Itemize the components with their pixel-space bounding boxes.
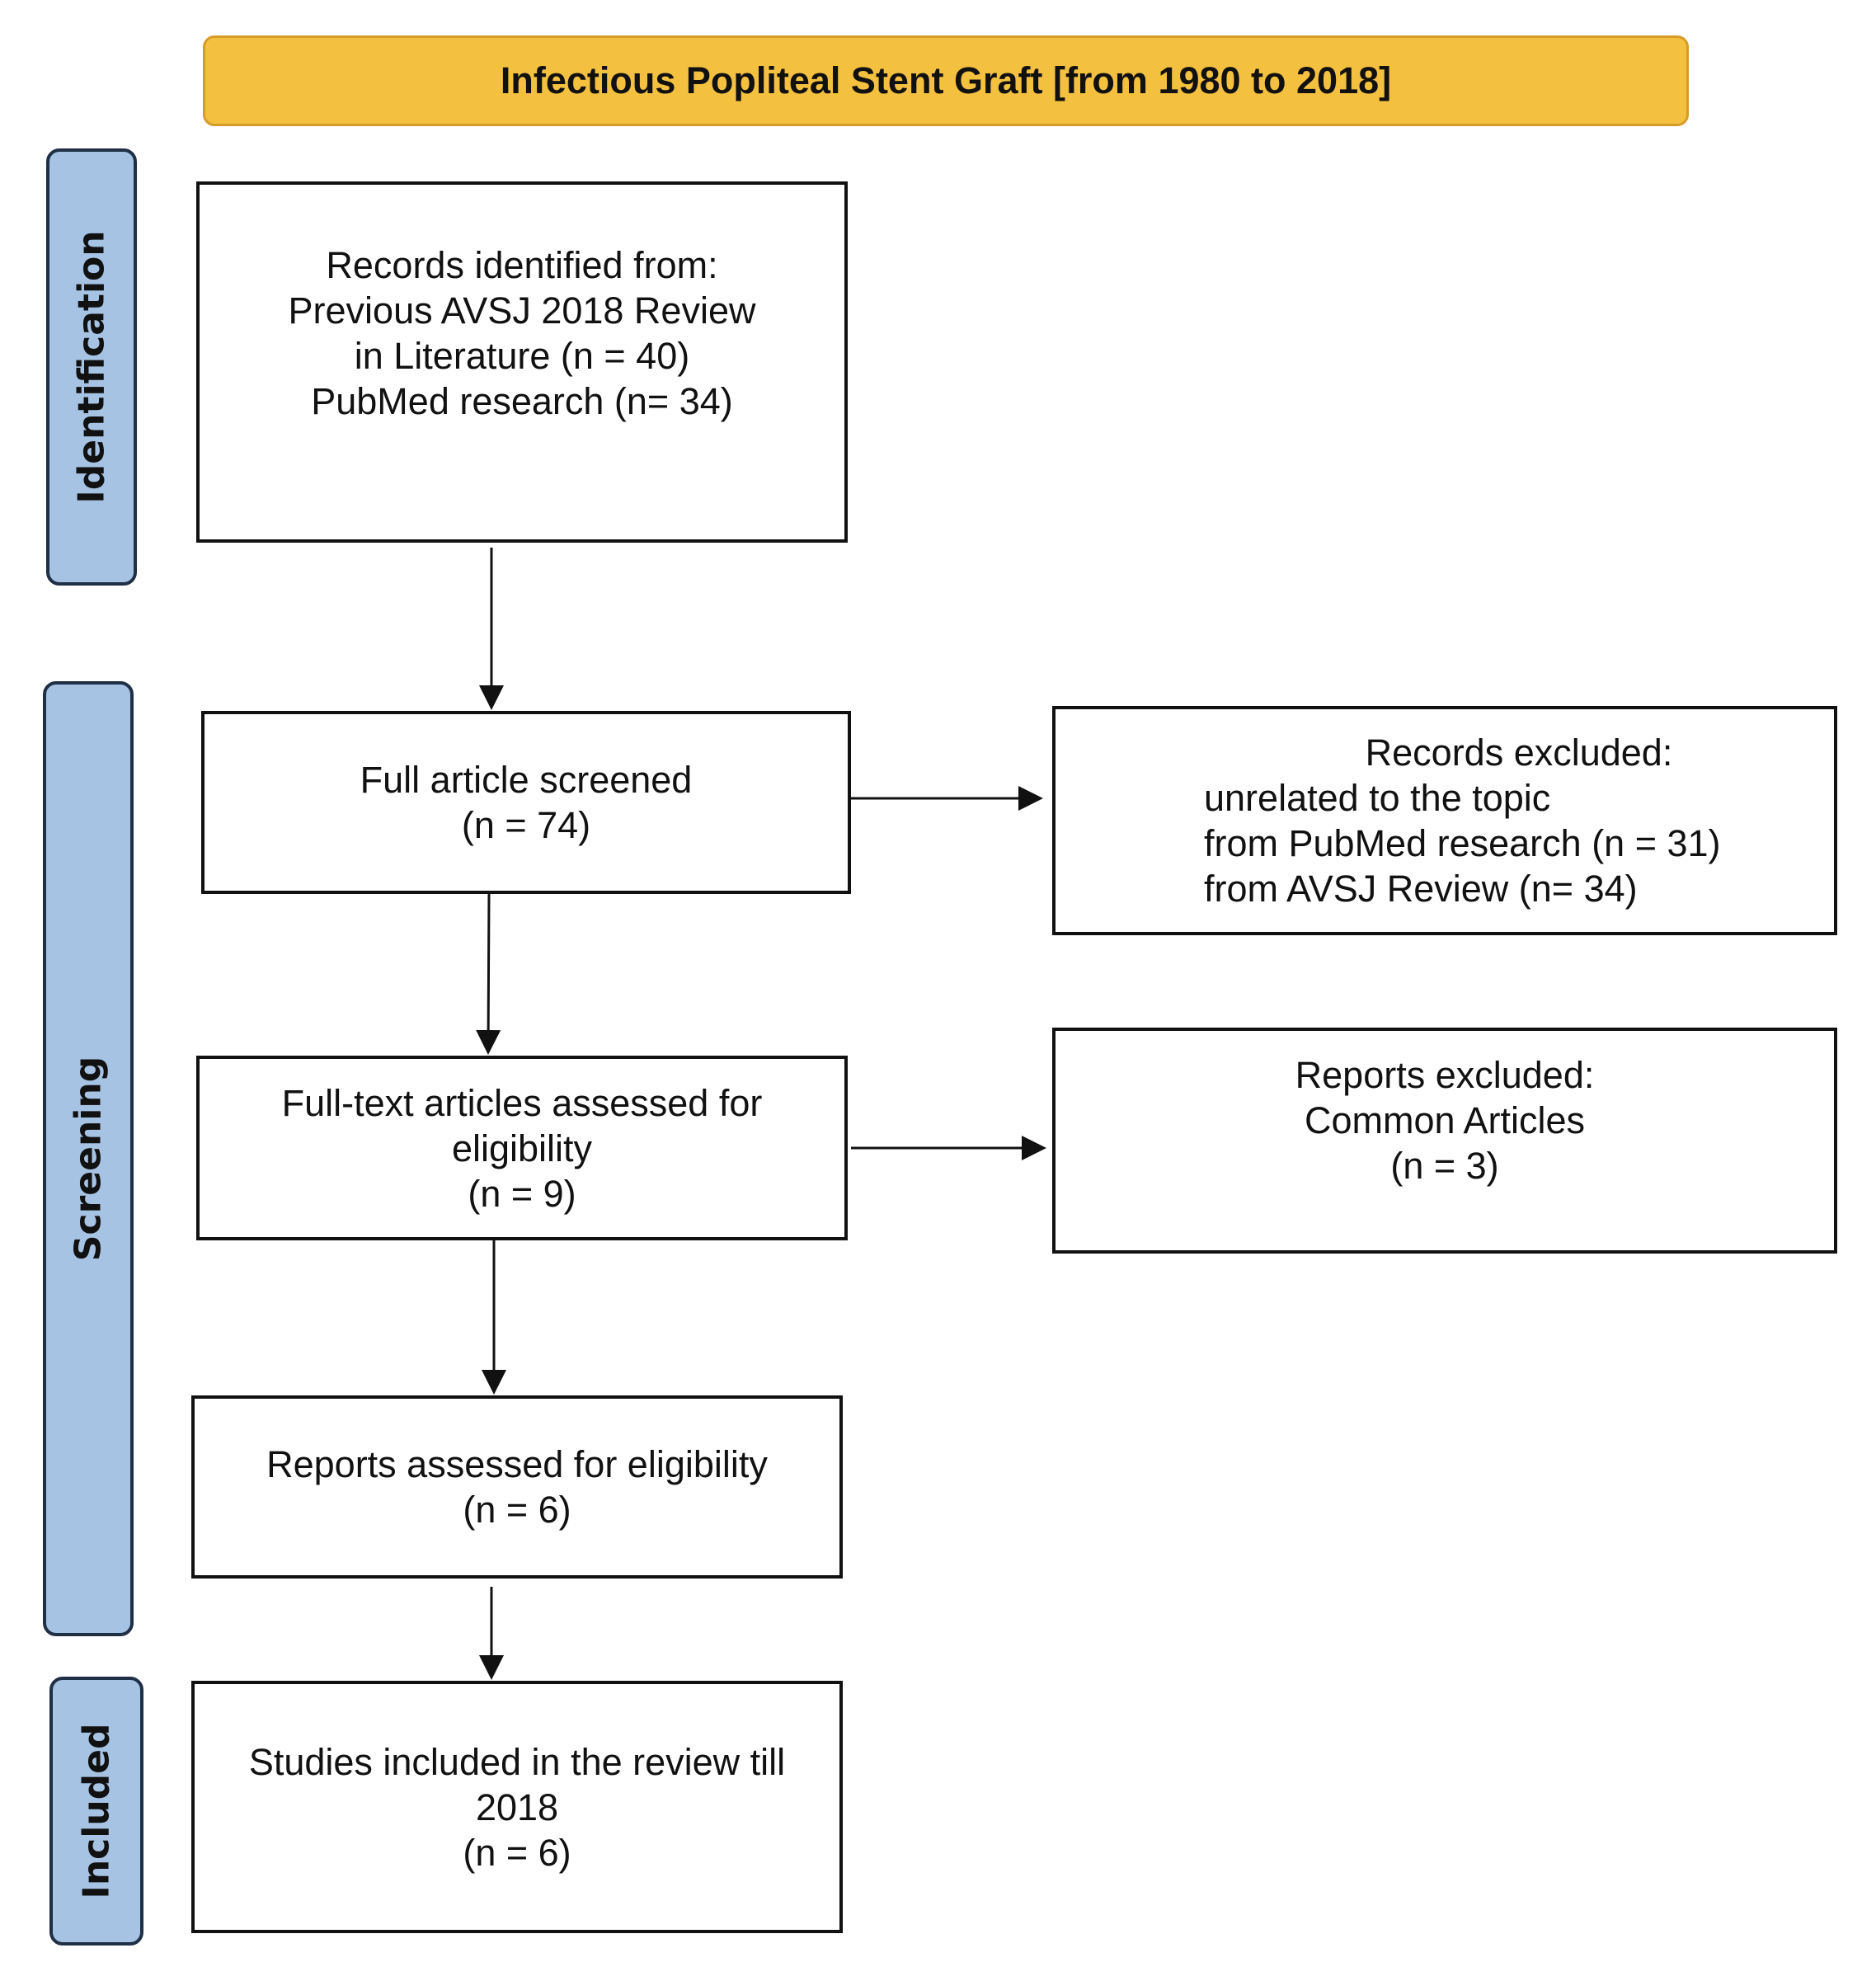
- records-identified-box: Records identified from: Previous AVSJ 2…: [196, 181, 848, 543]
- full-article-screened-box: Full article screened (n = 74): [201, 711, 851, 894]
- box-line: Records identified from:: [326, 244, 718, 286]
- box-line: (n = 6): [463, 1831, 571, 1874]
- arrow-screened-to-fulltext: [476, 893, 501, 1055]
- diagram-title: Infectious Popliteal Stent Graft [from 1…: [203, 35, 1689, 126]
- box-line: Common Articles: [1304, 1099, 1586, 1141]
- box-line: (n = 9): [468, 1172, 576, 1215]
- box-line: Studies included in the review till: [248, 1740, 786, 1783]
- box-line: (n = 3): [1390, 1144, 1499, 1187]
- full-text-assessed-box: Full-text articles assessed for eligibil…: [196, 1056, 848, 1240]
- box-line: (n = 6): [463, 1489, 571, 1531]
- box-line: from AVSJ Review (n= 34): [1204, 868, 1638, 910]
- box-line: Reports excluded:: [1295, 1053, 1595, 1096]
- box-line: Previous AVSJ 2018 Review: [288, 289, 756, 332]
- stage-screening: Screening: [43, 681, 134, 1636]
- box-line: PubMed research (n= 34): [311, 380, 733, 422]
- box-line: unrelated to the topic: [1204, 777, 1551, 819]
- studies-included-box: Studies included in the review till 2018…: [191, 1681, 843, 1933]
- box-line: Full-text articles assessed for: [281, 1081, 763, 1124]
- box-line: eligibility: [451, 1127, 593, 1169]
- box-line: (n = 74): [461, 804, 591, 846]
- reports-assessed-box: Reports assessed for eligibility (n = 6): [191, 1395, 843, 1579]
- stage-identification: Identification: [46, 148, 137, 586]
- stage-included: Included: [49, 1677, 143, 1946]
- box-line: Reports assessed for eligibility: [266, 1443, 768, 1485]
- box-line: 2018: [475, 1786, 559, 1828]
- box-line: in Literature (n = 40): [354, 335, 690, 377]
- records-excluded-box: Records excluded: unrelated to the topic…: [1052, 706, 1837, 935]
- box-line: from PubMed research (n = 31): [1204, 822, 1721, 864]
- box-line: Full article screened: [360, 759, 693, 801]
- box-line: Records excluded:: [1365, 732, 1673, 774]
- reports-excluded-box: Reports excluded: Common Articles (n = 3…: [1052, 1028, 1837, 1254]
